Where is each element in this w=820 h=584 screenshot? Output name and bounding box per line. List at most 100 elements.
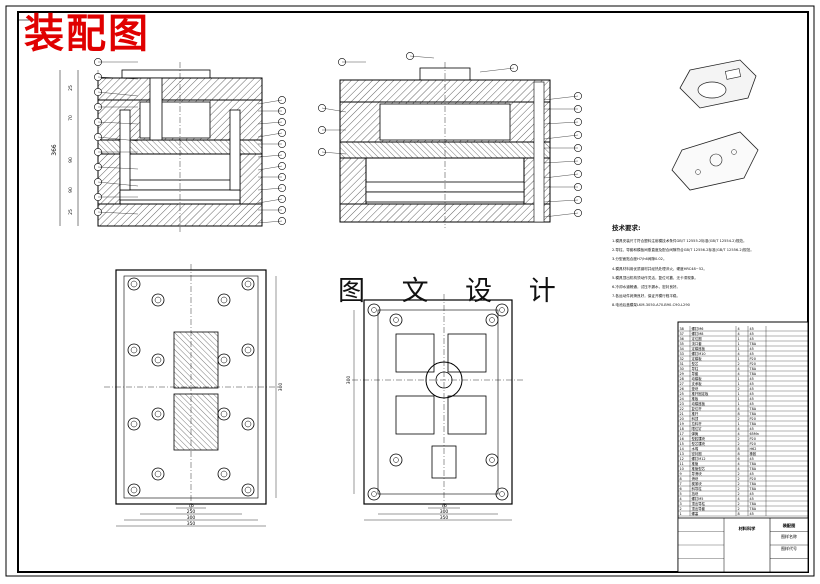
bom-cell: 1 [738,357,740,361]
bom-cell: 螺钉M5 [692,496,704,501]
bom-cell: 斜导柱 [692,486,703,491]
bom-cell: T8A [749,342,757,346]
bom-cell: 8 [738,512,740,516]
bom-cell: 14 [680,447,684,451]
bom-cell: 2 [738,437,740,441]
guide-hole [367,487,381,501]
callout-leader [257,154,283,158]
bom-cell: 螺塞 [692,511,699,516]
bom-cell: 17 [680,432,684,436]
drawing-title: 装配图 [24,10,150,57]
bolt-hole-inner [154,470,162,478]
bom-cell: 45 [750,402,754,406]
bom-cell: 45 [750,392,754,396]
bom-cell: 1 [738,347,740,351]
bom-cell: 螺钉M8 [692,331,704,336]
bom-cell: 2 [738,472,740,476]
bom-cell: 2 [738,492,740,496]
bolt-hole [127,417,141,431]
bom-cell: 45 [750,347,754,351]
bolt-hole-inner [220,470,228,478]
dim-front-plate: 25 [68,209,74,215]
bom-cell: 45 [750,397,754,401]
callout-leader [543,121,579,125]
callout-leader [543,134,579,140]
bom-cell: 45 [750,472,754,476]
bom-cell: 水嘴 [692,446,699,451]
bolt-hole-inner [244,280,252,288]
guide-hole [389,313,403,327]
bom-cell: 4 [738,432,740,436]
bom-cell: 4 [738,407,740,411]
guide-hole [495,303,509,317]
bom-cell: T8A [749,422,757,426]
tech-req-line: 8.电池后盖模架LKM-3050-A70-B90-C90-L290 [612,303,690,308]
plan-view-moving-half [104,264,278,510]
dim-plan-right: 76 [441,503,447,509]
banner-text: 图 文 设 计 [338,276,570,307]
dim-plan-right: 350 [440,515,449,521]
callout-leader [409,55,435,59]
bom-cell: 4 [738,462,740,466]
guide-hole [495,487,509,501]
guide-hole-inner [393,457,399,463]
guide-hole [485,313,499,327]
bom-cell: 支承板 [692,381,703,386]
tech-req-line: 4.模具材料用优质钢材并经热处理淬火，硬度HRC48~52。 [612,266,707,271]
bom-cell: 8 [738,452,740,456]
bom-cell: 复位杆 [692,406,703,411]
bom-cell: 定模板 [692,356,703,361]
bom-cell: T8A [749,412,757,416]
bom-cell: 4 [738,352,740,356]
bom-cell: 4 [738,497,740,501]
bom-cell: T8A [749,462,757,466]
bolt-hole [217,293,231,307]
bom-cell: 导套 [692,371,699,376]
guide-hole-inner [371,491,377,497]
bom-cell: 22 [680,407,684,411]
bolt-hole-inner [220,356,228,364]
bom-cell: 导滑块 [692,471,703,476]
tech-req-line: 2.导柱、导套和模板间垂直度及配合间隙符合GB/T 12556.2标准(GB/T… [612,248,754,253]
callout-leader [479,67,515,73]
bom-cell: 2 [738,417,740,421]
title-block-company: 图样名称 [781,533,797,539]
bom-cell: 滑块 [692,476,699,481]
bolt-hole [127,277,141,291]
bom-cell: 18 [680,427,684,431]
bolt-hole [151,467,165,481]
bom-cell: 32 [680,357,684,361]
bom-cell: 26 [680,387,684,391]
bom-cell: 型芯镶块 [692,441,706,446]
dim-plan-right: 300 [440,509,449,515]
bolt-hole-inner [244,486,252,494]
bom-cell: 推杆 [692,411,699,416]
bom-cell: 45 [750,377,754,381]
part-callouts [94,52,582,225]
bom-cell: 2 [680,507,682,511]
bom-cell: 型芯 [692,361,699,366]
guide-hole [389,453,403,467]
bolt-hole-inner [220,410,228,418]
guide-hole-inner [499,491,505,497]
outer-frame [5,5,815,577]
bom-cell: T8A [749,507,757,511]
bom-cell: 螺钉M10 [692,351,706,356]
bom-cell: 4 [680,497,682,501]
corner-mark [17,11,39,21]
bom-cell: 4 [738,372,740,376]
